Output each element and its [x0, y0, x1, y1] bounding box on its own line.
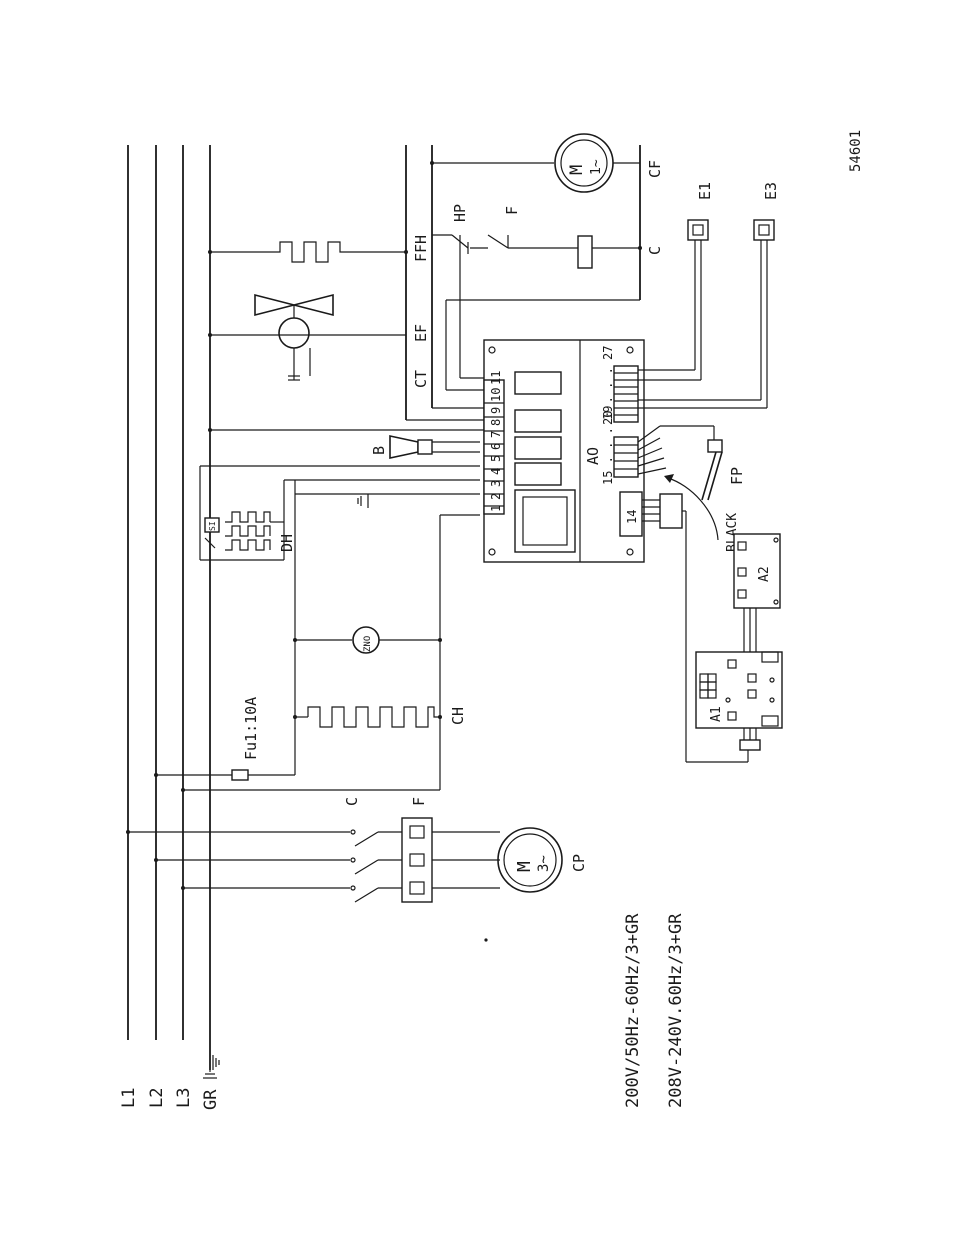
si-switch-icon: SI [205, 518, 219, 548]
supply-line-1: 200V/50Hz-60Hz/3+GR [623, 913, 643, 1108]
board-a2 [734, 534, 780, 652]
term-4: 4 [489, 468, 503, 475]
contactor-c [351, 830, 405, 902]
label-e3: E3 [762, 182, 780, 200]
svg-text:SI: SI [208, 521, 217, 531]
contactor-coil-icon [578, 236, 592, 268]
label-ef: EF [412, 324, 430, 342]
label-ch: CH [449, 707, 467, 725]
buzzer-icon [390, 436, 418, 458]
drawing-number: 54601 [848, 130, 864, 172]
label-terminal-14: 14 [625, 510, 639, 524]
label-contactor-c: C [343, 797, 361, 806]
term-7: 7 [489, 431, 503, 438]
label-zno: ZNO [363, 636, 373, 652]
fuse-icon [232, 770, 248, 780]
label-ct: CT [412, 370, 430, 388]
label-fuse: Fu1:10A [242, 697, 260, 760]
label-a1: A1 [709, 706, 724, 722]
label-ffh: FFH [412, 235, 430, 262]
label-l1: L1 [119, 1088, 139, 1108]
ffh-heater-icon [268, 242, 406, 262]
term-3: 3 [489, 480, 503, 487]
term-11: 11 [489, 371, 503, 385]
label-gr: GR [201, 1089, 221, 1110]
label-f-switch: F [503, 206, 521, 215]
label-l2: L2 [147, 1088, 167, 1108]
label-buzzer: B [370, 446, 388, 455]
board-a1 [696, 652, 782, 750]
controller-board [484, 340, 644, 562]
label-fan-m: M [567, 165, 587, 175]
sensor-e3-icon [754, 220, 774, 408]
term-2: 2 [489, 493, 503, 500]
label-e1: E1 [696, 182, 714, 200]
ground-symbol [203, 1070, 217, 1078]
term-10: 10 [489, 388, 503, 402]
crankcase-heater-icon [308, 707, 440, 727]
label-l3: L3 [174, 1088, 194, 1108]
label-a2: A2 [757, 566, 772, 582]
label-fan-phase: 1~ [589, 159, 604, 175]
label-range-20-27: 20 . . . 27 [601, 346, 615, 425]
label-compressor-cp: CP [570, 854, 588, 872]
overload-f [402, 818, 432, 902]
label-contactor-coil: C [646, 246, 664, 255]
label-dh: DH [278, 534, 296, 552]
label-cf: CF [646, 160, 664, 178]
solenoid-valve-icon [255, 295, 333, 380]
fp-probe-icon [638, 426, 722, 500]
label-ao: AO [584, 447, 602, 465]
term-8: 8 [489, 419, 503, 426]
defrost-heater-icon [225, 512, 270, 550]
term-9: 9 [489, 407, 503, 414]
f-switch-icon [488, 235, 508, 248]
term-6: 6 [489, 443, 503, 450]
sensor-e1-icon [688, 220, 708, 380]
compressor-motor-icon [498, 828, 562, 892]
label-compressor-m: M [514, 861, 535, 872]
ground-symbol-controller [358, 494, 368, 508]
term-1: 1 [489, 505, 503, 512]
ground-bars [213, 1055, 219, 1070]
term-5: 5 [489, 455, 503, 462]
label-fp: FP [728, 467, 746, 485]
label-hp: HP [451, 204, 469, 222]
label-compressor-phase: 3~ [536, 855, 552, 872]
supply-line-2: 208V-240V.60Hz/3+GR [666, 913, 686, 1108]
label-overload-f: F [410, 797, 428, 806]
fan-motor-icon [555, 134, 613, 192]
